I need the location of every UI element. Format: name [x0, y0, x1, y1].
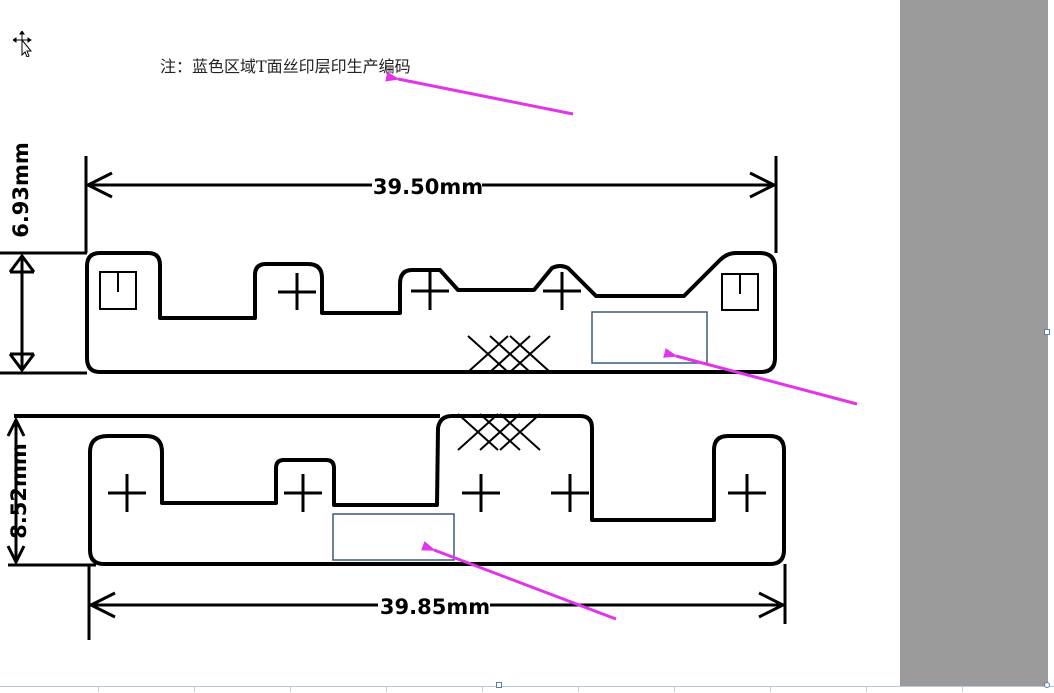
top-board-outline	[85, 251, 777, 374]
ruler-tick	[386, 687, 387, 692]
ruler-tick	[482, 687, 483, 692]
top-height-dimension	[0, 251, 87, 375]
top-code-area	[591, 311, 708, 364]
ruler-tick	[290, 687, 291, 692]
window-edge	[1048, 0, 1054, 692]
bottom-height-dimension	[6, 416, 96, 567]
pcb-drawing: 39.50mm 6.93mm	[0, 71, 858, 640]
move-cursor-icon	[13, 31, 33, 57]
ruler-tick	[770, 687, 771, 692]
top-left-pad	[99, 271, 137, 310]
silkscreen-note: 注：蓝色区域T面丝印层印生产编码	[160, 57, 411, 76]
top-code-arrow	[663, 348, 858, 406]
ruler-tick	[578, 687, 579, 692]
bottom-ruler	[0, 686, 1054, 693]
bottom-height-label: 8.52mm	[7, 443, 31, 539]
bottom-plus-marks	[108, 474, 766, 512]
ruler-tick	[866, 687, 867, 692]
resize-handle-bottom[interactable]	[496, 682, 502, 688]
bottom-cross-hatch	[457, 413, 541, 451]
ruler-tick	[674, 687, 675, 692]
side-panel	[900, 0, 1048, 686]
note-arrow	[385, 71, 574, 116]
bottom-width-dimension	[87, 564, 787, 640]
resize-handle-corner[interactable]	[1044, 682, 1050, 688]
resize-handle-right[interactable]	[1044, 329, 1050, 335]
top-height-label: 6.93mm	[9, 142, 33, 238]
top-width-label: 39.50mm	[373, 175, 483, 199]
ruler-tick	[962, 687, 963, 692]
bottom-board-outline	[14, 414, 786, 566]
bottom-code-arrow	[421, 541, 617, 621]
ruler-tick	[98, 687, 99, 692]
top-plus-marks	[278, 272, 581, 310]
drawing-canvas: 39.50mm 6.93mm	[0, 71, 858, 640]
ruler-tick	[194, 687, 195, 692]
top-cross-hatch	[467, 335, 551, 373]
top-right-pad	[721, 273, 759, 311]
top-width-dimension	[84, 156, 778, 253]
bottom-code-area	[332, 513, 455, 561]
bottom-width-label: 39.85mm	[380, 595, 490, 619]
